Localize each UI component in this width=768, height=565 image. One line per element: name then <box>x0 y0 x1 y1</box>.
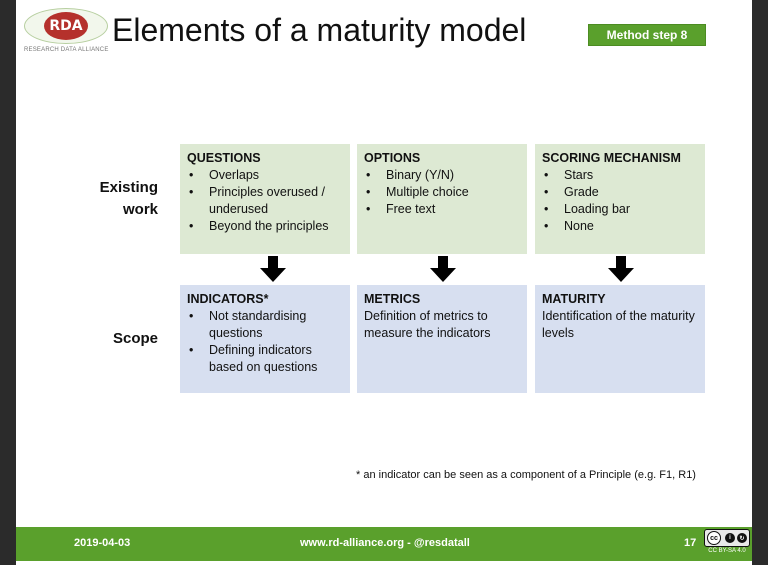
down-arrow-icon <box>430 256 456 282</box>
box-text: Identification of the maturity levels <box>542 309 695 340</box>
list-item: Beyond the principles <box>187 218 343 235</box>
slide-title: Elements of a maturity model <box>112 12 527 48</box>
down-arrow-icon <box>260 256 286 282</box>
indicators-box: INDICATORS* Not standardising questions … <box>180 285 350 393</box>
box-title: QUESTIONS <box>187 151 261 165</box>
maturity-box: MATURITY Identification of the maturity … <box>535 285 705 393</box>
scoring-mechanism-box: SCORING MECHANISM Stars Grade Loading ba… <box>535 144 705 254</box>
logo-mark: RDA <box>44 12 88 40</box>
box-title: SCORING MECHANISM <box>542 151 681 165</box>
list-item: Stars <box>542 167 698 184</box>
by-icon: i <box>725 533 735 543</box>
list-item: Multiple choice <box>364 184 520 201</box>
existing-label-line-1: Existing <box>99 179 158 196</box>
scope-label: Scope <box>112 330 158 347</box>
footer-site: www.rd-alliance.org - @resdatall <box>300 537 470 549</box>
footer: 2019-04-03 www.rd-alliance.org - @resdat… <box>16 527 752 561</box>
cc-icon: cc <box>707 531 721 545</box>
box-title: OPTIONS <box>364 151 421 165</box>
cc-badge: cc i ↻ <box>704 529 750 547</box>
list-item: Free text <box>364 201 520 218</box>
list-item: None <box>542 218 698 235</box>
cc-by-sa-icon: cc i ↻ CC BY-SA 4.0 <box>704 529 750 557</box>
box-title: METRICS <box>364 292 421 306</box>
list-item: Grade <box>542 184 698 201</box>
list-item: Not standardising questions <box>187 308 343 342</box>
box-title: INDICATORS* <box>187 292 269 306</box>
options-box: OPTIONS Binary (Y/N) Multiple choice Fre… <box>357 144 527 254</box>
slide: RDA RESEARCH DATA ALLIANCE Elements of a… <box>16 0 752 565</box>
sa-icon: ↻ <box>737 533 747 543</box>
box-title: MATURITY <box>542 292 606 306</box>
list-item: Principles overused / underused <box>187 184 343 218</box>
existing-label-line-2: work <box>122 201 158 218</box>
list-item: Binary (Y/N) <box>364 167 520 184</box>
existing-work-label: Existing work <box>76 177 158 221</box>
method-step-badge: Method step 8 <box>588 24 706 46</box>
box-text: Definition of metrics to measure the ind… <box>364 309 491 340</box>
list-item: Defining indicators based on questions <box>187 342 343 376</box>
license-text: CC BY-SA 4.0 <box>708 548 746 554</box>
down-arrow-icon <box>608 256 634 282</box>
footer-date: 2019-04-03 <box>74 537 131 549</box>
metrics-box: METRICS Definition of metrics to measure… <box>357 285 527 393</box>
logo-subtitle: RESEARCH DATA ALLIANCE <box>24 47 109 53</box>
footnote: * an indicator can be seen as a componen… <box>356 469 696 481</box>
page-number: 17 <box>684 537 697 549</box>
list-item: Overlaps <box>187 167 343 184</box>
rda-logo: RDA RESEARCH DATA ALLIANCE <box>24 8 108 58</box>
list-item: Loading bar <box>542 201 698 218</box>
questions-box: QUESTIONS Overlaps Principles overused /… <box>180 144 350 254</box>
